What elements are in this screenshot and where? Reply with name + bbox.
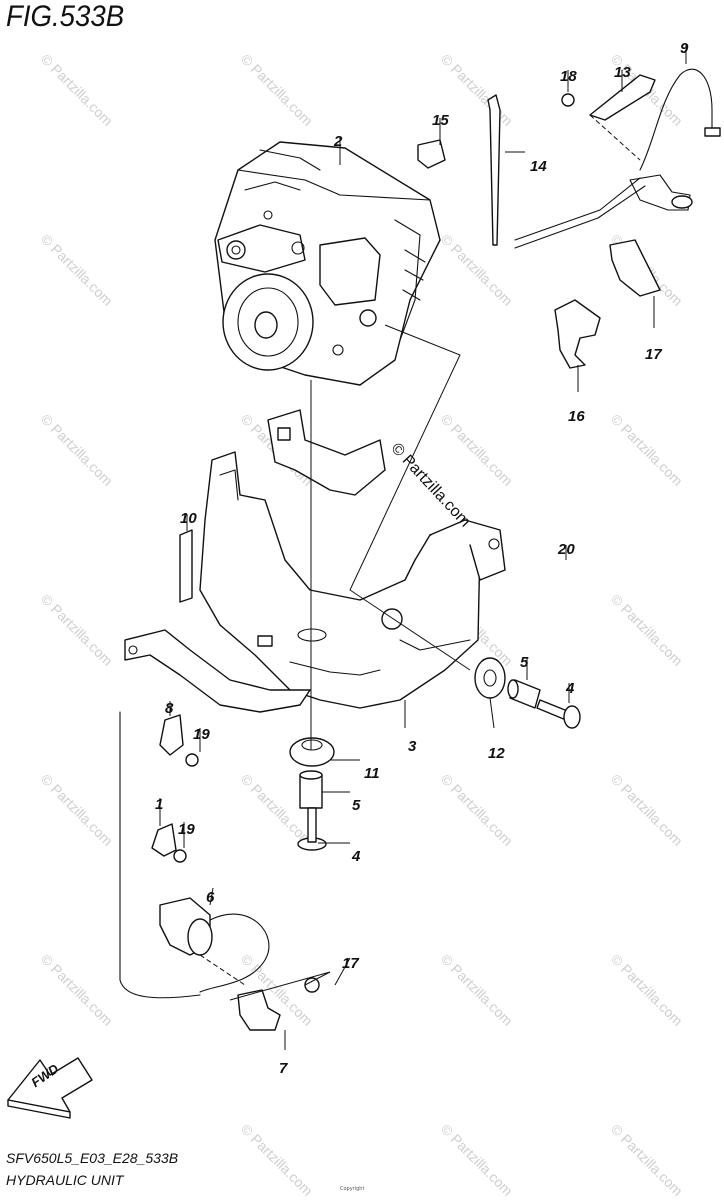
callout-c2: 2 bbox=[334, 133, 343, 150]
callout-c12: 12 bbox=[488, 745, 505, 762]
model-code: SFV650L5_E03_E28_533B bbox=[6, 1150, 179, 1166]
callout-c18: 18 bbox=[560, 68, 577, 85]
callout-c11: 11 bbox=[364, 765, 380, 782]
watermark-text: © Partzilla.com bbox=[38, 51, 116, 129]
callout-c5a: 5 bbox=[520, 654, 529, 671]
watermark-text: © Partzilla.com bbox=[38, 951, 116, 1029]
watermark-text: © Partzilla.com bbox=[608, 771, 686, 849]
callout-c9: 9 bbox=[680, 40, 689, 57]
watermark-text: © Partzilla.com bbox=[608, 411, 686, 489]
callout-c10: 10 bbox=[180, 510, 197, 527]
watermark-text: © Partzilla.com bbox=[238, 1121, 316, 1199]
callout-c7: 7 bbox=[279, 1060, 288, 1077]
callout-c15: 15 bbox=[432, 112, 449, 129]
callout-c3: 3 bbox=[408, 738, 417, 755]
callout-c16: 16 bbox=[568, 408, 585, 425]
hose-clamps bbox=[417, 94, 661, 369]
callout-c17b: 17 bbox=[342, 955, 359, 972]
callout-c5b: 5 bbox=[352, 797, 361, 814]
watermark-text: © Partzilla.com bbox=[38, 231, 116, 309]
unit-name: HYDRAULIC UNIT bbox=[6, 1172, 124, 1188]
forward-direction-arrow bbox=[7, 1057, 93, 1119]
watermark-text: © Partzilla.com bbox=[608, 1121, 686, 1199]
grommet-stack-horizontal bbox=[474, 657, 581, 729]
abs-hydraulic-unit bbox=[214, 141, 441, 386]
callout-c4b: 4 bbox=[352, 848, 361, 865]
callout-c4a: 4 bbox=[566, 680, 575, 697]
front-sensor-assembly bbox=[119, 711, 320, 1031]
leader-lines bbox=[159, 44, 687, 1050]
watermark-text: © Partzilla.com bbox=[438, 411, 516, 489]
hose-arm bbox=[124, 629, 311, 713]
callout-c13: 13 bbox=[614, 64, 631, 81]
watermark-text: © Partzilla.com bbox=[608, 951, 686, 1029]
grommet-stack-vertical bbox=[289, 737, 335, 851]
watermark-text: © Partzilla.com bbox=[238, 51, 316, 129]
watermark-text: © Partzilla.com bbox=[608, 591, 686, 669]
callout-c19a: 19 bbox=[193, 726, 210, 743]
watermark-text: © Partzilla.com bbox=[38, 771, 116, 849]
callout-c19b: 19 bbox=[178, 821, 195, 838]
callout-c8: 8 bbox=[165, 700, 174, 717]
watermark-text: © Partzilla.com bbox=[38, 591, 116, 669]
rear-sensor-assembly bbox=[514, 68, 721, 249]
watermark-text: © Partzilla.com bbox=[38, 411, 116, 489]
watermark-text: © Partzilla.com bbox=[438, 951, 516, 1029]
callout-c1: 1 bbox=[155, 796, 164, 813]
watermark-text: © Partzilla.com bbox=[438, 231, 516, 309]
mounting-bracket bbox=[199, 409, 506, 709]
watermark-text: © Partzilla.com bbox=[438, 771, 516, 849]
callout-c20: 20 bbox=[558, 541, 575, 558]
damper-part bbox=[179, 529, 193, 603]
callout-c17a: 17 bbox=[645, 346, 662, 363]
figure-title: FIG.533B bbox=[6, 0, 125, 33]
callout-c6: 6 bbox=[206, 889, 215, 906]
callout-c14: 14 bbox=[530, 158, 547, 175]
small-print: Copyright bbox=[340, 1186, 365, 1192]
watermark-text: © Partzilla.com bbox=[438, 1121, 516, 1199]
watermark-text: © Partzilla.com bbox=[438, 51, 516, 129]
